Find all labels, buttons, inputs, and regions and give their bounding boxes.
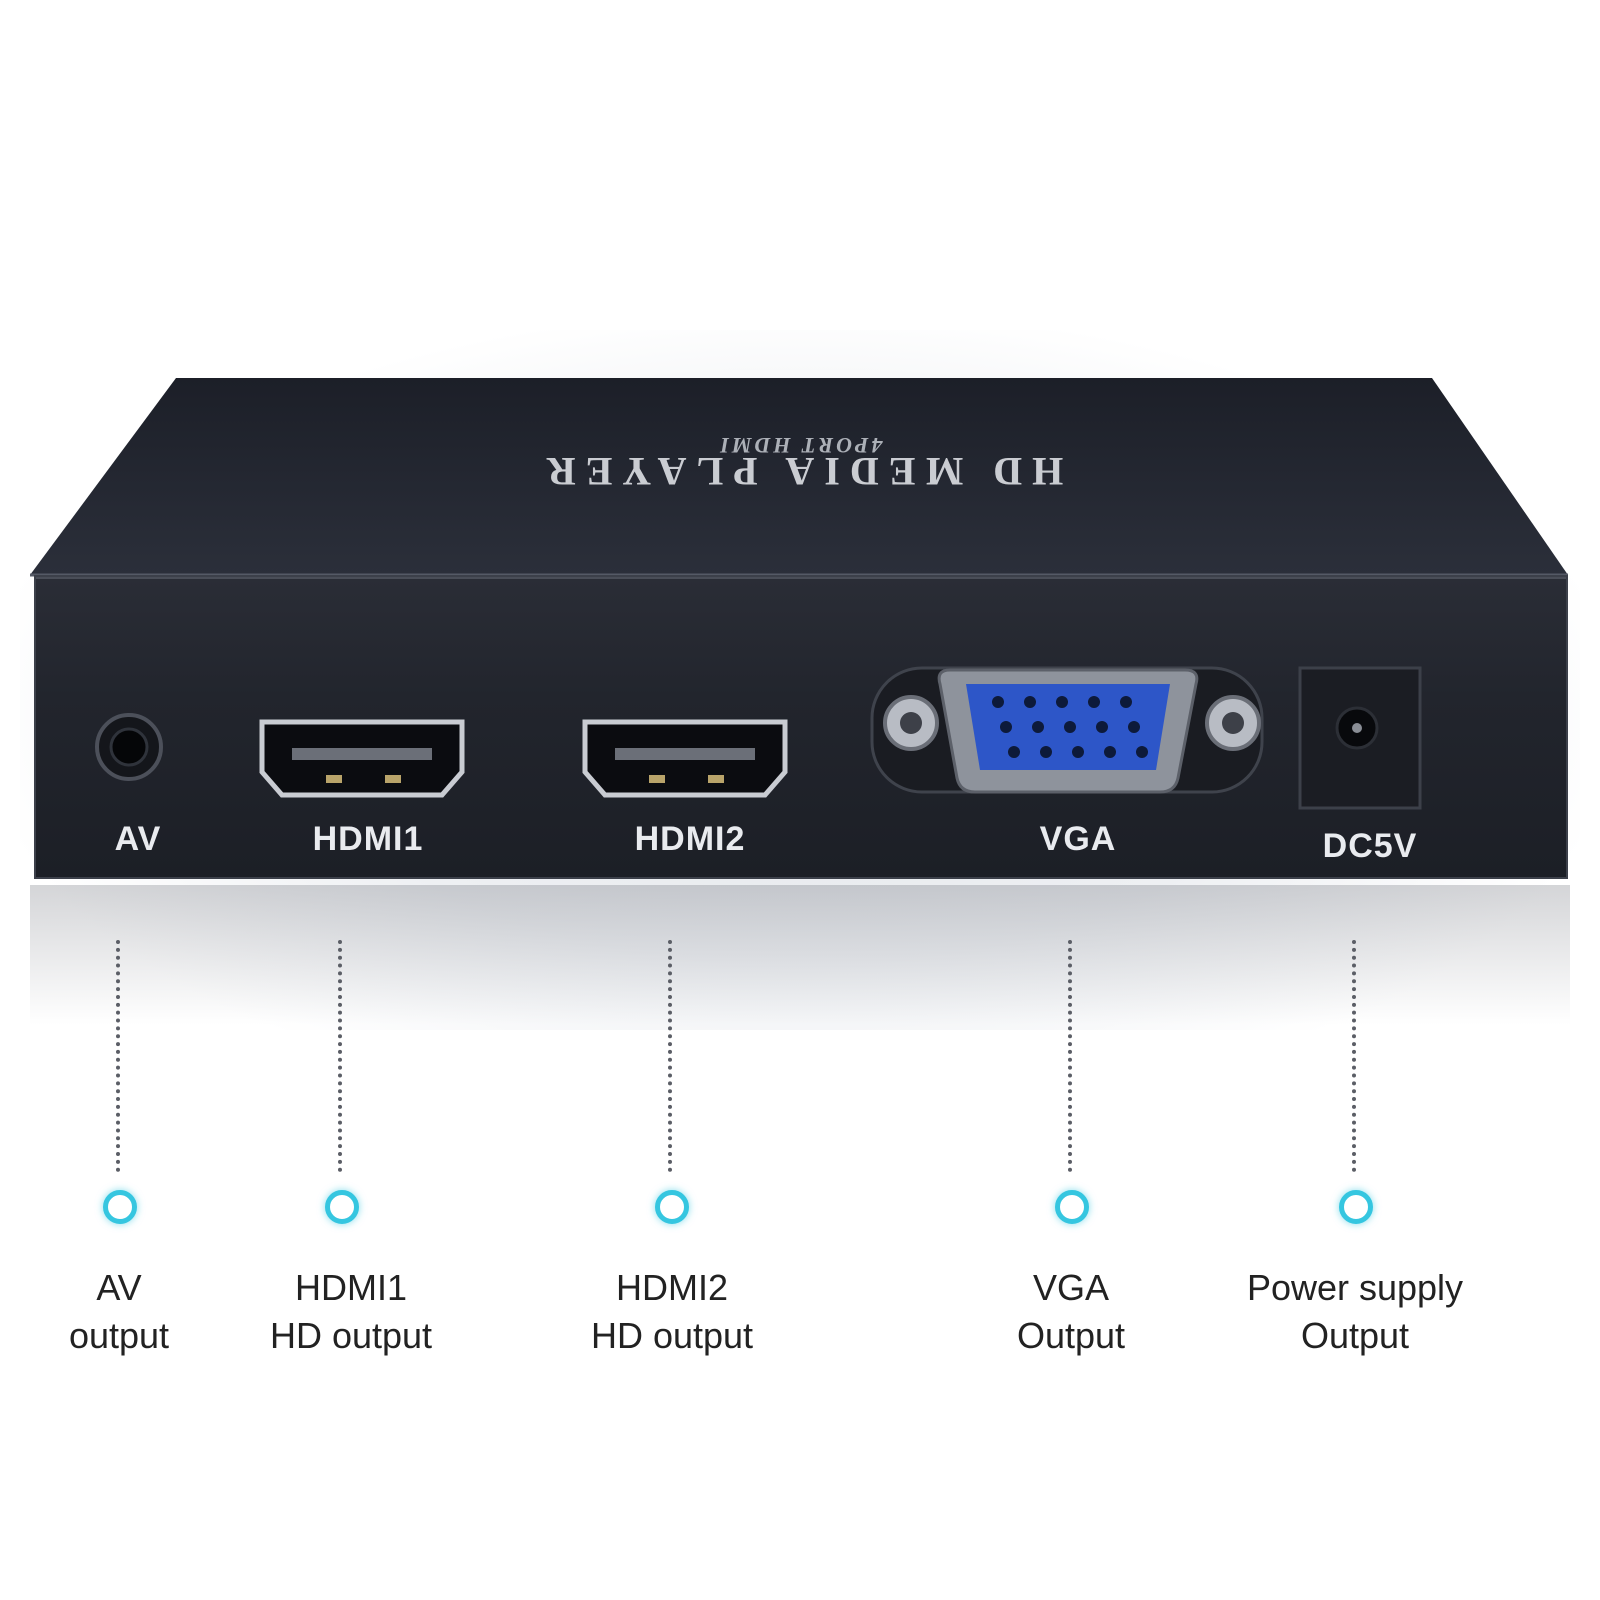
- callout-hdmi1: HDMI1 HD output: [201, 1264, 501, 1360]
- ports-layer: [95, 666, 1422, 810]
- panel-label-hdmi2: HDMI2: [634, 820, 746, 858]
- callout-av: AV output: [0, 1264, 269, 1360]
- marker-hdmi1: [325, 1190, 359, 1224]
- panel-label-hdmi1: HDMI1: [312, 820, 424, 858]
- callout-av-line1: AV: [96, 1267, 142, 1308]
- marker-av: [103, 1190, 137, 1224]
- callout-av-line2: output: [68, 1315, 170, 1356]
- callout-vga-line2: Output: [1016, 1315, 1126, 1356]
- vga-port-icon: [870, 666, 1264, 794]
- guide-line-dc: [1352, 940, 1356, 1172]
- hdmi-port-icon: [582, 719, 788, 798]
- callout-hdmi2: HDMI2 HD output: [522, 1264, 822, 1360]
- panel-reflection: [30, 885, 1570, 1025]
- panel-label-vga: VGA: [1039, 820, 1117, 858]
- hdmi-port-icon: [259, 719, 465, 798]
- marker-vga: [1055, 1190, 1089, 1224]
- callout-hdmi2-line1: HDMI2: [615, 1267, 728, 1308]
- marker-hdmi2: [655, 1190, 689, 1224]
- audio-jack-icon: [95, 713, 163, 781]
- dc-power-jack-icon: [1298, 666, 1422, 810]
- callout-dc: Power supply Output: [1205, 1264, 1505, 1360]
- panel-label-av: AV: [114, 820, 162, 858]
- callout-vga-line1: VGA: [1032, 1267, 1110, 1308]
- callout-hdmi1-line2: HD output: [269, 1315, 433, 1356]
- guide-line-vga: [1068, 940, 1072, 1172]
- callout-dc-line1: Power supply: [1246, 1267, 1464, 1308]
- callout-vga: VGA Output: [921, 1264, 1221, 1360]
- callout-hdmi1-line1: HDMI1: [294, 1267, 407, 1308]
- panel-label-dc5v: DC5V: [1322, 827, 1418, 865]
- callout-dc-line2: Output: [1300, 1315, 1410, 1356]
- callout-hdmi2-line2: HD output: [590, 1315, 754, 1356]
- guide-line-hdmi2: [668, 940, 672, 1172]
- guide-line-av: [116, 940, 120, 1172]
- guide-line-hdmi1: [338, 940, 342, 1172]
- marker-dc: [1339, 1190, 1373, 1224]
